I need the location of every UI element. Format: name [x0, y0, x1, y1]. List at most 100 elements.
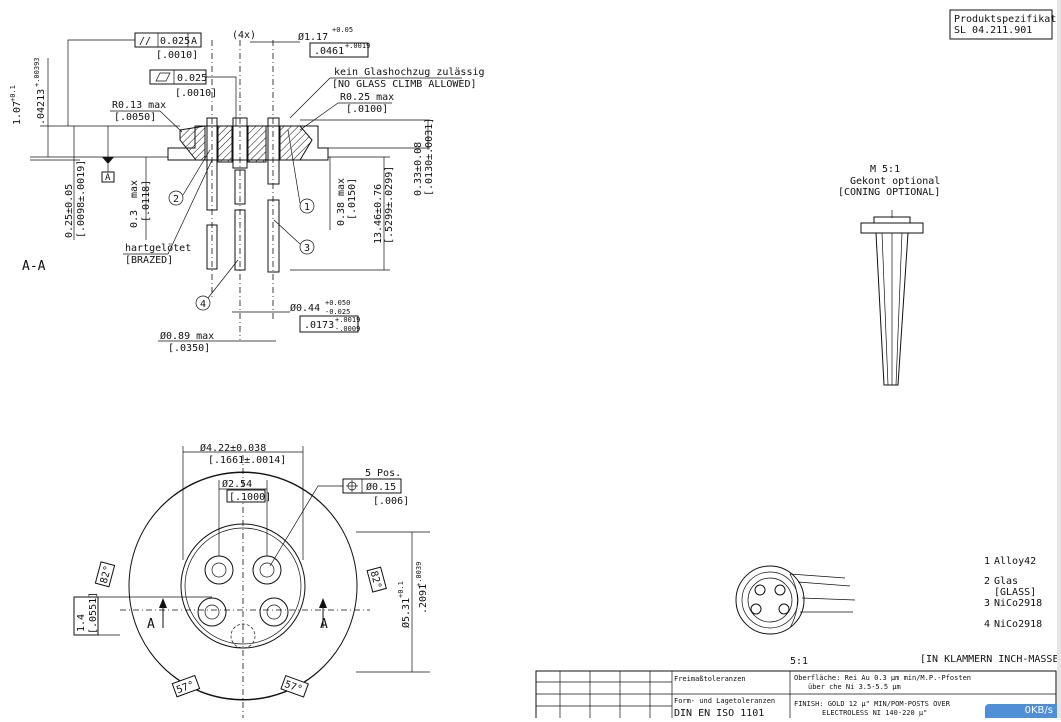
dim-422: Ø4.22±0.038	[200, 442, 266, 454]
height-107-tol: +0.1	[9, 85, 17, 102]
vertical-scrollbar[interactable]	[1057, 0, 1061, 718]
height-107-inch-tol: +.00393	[33, 57, 41, 87]
dim-025-inch: [.0098±.0019]	[76, 160, 87, 238]
coning-en: [CONING OPTIONAL]	[838, 187, 940, 198]
section-label: A-A	[22, 259, 46, 274]
side-view: M 5:1 Gekont optional [CONING OPTIONAL]	[838, 164, 940, 386]
post-dia-tol: +0.05	[332, 26, 353, 34]
profile-value: 0.025	[177, 73, 207, 84]
dim-038-max: max	[336, 178, 347, 196]
dim-044-inch: .0173	[304, 320, 334, 331]
brazed-en: [BRAZED]	[125, 255, 173, 266]
flatness-datum: A	[191, 36, 197, 47]
radius-025-inch: [.0100]	[346, 104, 388, 115]
dim-044-tol-up: +0.050	[325, 299, 350, 307]
scale-small: 5:1	[790, 656, 808, 667]
callout-2: 2	[173, 194, 179, 205]
tb-surface-1: Oberfläche: Rei Au 0.3 μm min/M.P.-Pfost…	[794, 674, 971, 682]
title-block: Freimaßtoleranzen Form- und Lagetoleranz…	[535, 670, 1057, 722]
callout-4: 4	[200, 299, 206, 310]
iso-view	[735, 565, 856, 635]
callout-3: 3	[304, 243, 310, 254]
dim-033: 0.33±0.08	[413, 142, 424, 196]
angle-82-right: 82°	[368, 570, 383, 590]
dim-14-inch: [.0551]	[88, 592, 99, 634]
callout-4-circle	[195, 295, 211, 311]
pos-count: 5 Pos.	[365, 468, 401, 479]
callout-1: 1	[304, 202, 310, 213]
callout-1-circle	[299, 198, 315, 214]
dim-03-max: max	[129, 180, 140, 198]
radius-013: R0.13 max	[112, 100, 166, 111]
dim-089: Ø0.89 max	[160, 330, 214, 342]
dim-089-inch: [.0350]	[168, 343, 210, 354]
tb-finish-1: FINISH: GOLD 12 μ" MIN/POM-POSTS OVER	[794, 700, 951, 708]
datum-a-label: A	[105, 173, 111, 183]
brazed-de: hartgelötet	[125, 243, 191, 254]
profile-inch: [.0010]	[175, 88, 217, 99]
side-scale: M 5:1	[870, 164, 900, 175]
dim-038-inch: [.0150]	[347, 178, 358, 220]
dim-531: Ø5.31	[400, 598, 412, 628]
tb-surface-2: über che Ni 3.5-5.5 μm	[808, 683, 901, 691]
dim-044-tol-dn: -0.025	[325, 308, 350, 316]
legend-4-text: NiCo2918	[994, 619, 1042, 630]
bottom-view: A A Ø4.22±0.038 [.1661±.0014] Ø2.54 [.10…	[73, 442, 430, 718]
dim-254-inch: [.1000]	[229, 492, 271, 503]
post-dia: Ø1.17	[298, 31, 328, 43]
radius-025: R0.25 max	[340, 92, 394, 103]
dim-033-inch: [.0130±.0031]	[424, 118, 435, 196]
legend-1-num: 1	[984, 556, 990, 567]
dim-531-tol: +0.1	[397, 581, 405, 598]
post-dia-inch-tol: +.0019	[345, 42, 370, 50]
callout-2-circle	[168, 190, 184, 206]
post-dia-inch: .0461	[314, 46, 344, 57]
pos-tol-inch: [.006]	[373, 496, 409, 507]
tb-form-lage: Form- und Lagetoleranzen	[674, 697, 775, 705]
legend-4-num: 4	[984, 619, 990, 630]
spec-number: SL 04.211.901	[954, 25, 1032, 36]
flatness-value: 0.025	[160, 36, 190, 47]
radius-013-inch: [.0050]	[114, 112, 156, 123]
dim-03: 0.3	[129, 210, 140, 228]
tb-freemass: Freimaßtoleranzen	[674, 675, 746, 683]
dim-038: 0.38	[336, 202, 347, 226]
section-mark-left: A	[147, 617, 155, 632]
flatness-inch: [.0010]	[156, 50, 198, 61]
dim-044-inch-dn: -.0009	[335, 325, 360, 333]
qty-4x: (4x)	[232, 30, 256, 41]
tb-din: DIN EN ISO 1101	[674, 708, 764, 718]
glass-note-de: kein Glashochzug zulässig	[334, 67, 485, 78]
inch-note: [IN KLAMMERN INCH-MASSE]	[920, 654, 1061, 665]
dim-531-inch-tol: +.0039	[415, 562, 423, 587]
pos-tol: Ø0.15	[366, 481, 396, 493]
legend-2b-text: [GLASS]	[994, 587, 1036, 598]
dim-1346-inch: [.5299±.0299]	[384, 166, 395, 244]
dim-14: 1.4	[76, 614, 87, 632]
dim-044: Ø0.44	[290, 302, 320, 314]
legend-3-text: NiCo2918	[994, 598, 1042, 609]
dim-254: Ø2.54	[222, 478, 252, 490]
section-mark-right: A	[320, 617, 328, 632]
dim-422-inch: [.1661±.0014]	[208, 455, 286, 466]
spec-box: Produktspezifikation SL 04.211.901	[949, 9, 1061, 40]
legend-2-num: 2	[984, 576, 990, 587]
dim-531-inch: .2091	[418, 584, 429, 614]
dim-03-inch: [.0118]	[141, 180, 152, 222]
dim-044-inch-up: +.0019	[335, 316, 360, 324]
legend-2-text: Glas	[994, 576, 1018, 587]
legend-3-num: 3	[984, 598, 990, 609]
section-view: // 0.025 A [.0010] 0.025 [.0010] (4x) Ø1…	[9, 26, 485, 354]
tb-finish-2: ELECTROLESS NI 140-220 μ"	[822, 709, 927, 717]
coning-de: Gekont optional	[850, 176, 940, 187]
callout-3-circle	[299, 239, 315, 255]
dim-025: 0.25±0.05	[64, 184, 75, 238]
angle-82-left: 82°	[99, 565, 114, 585]
dim-1346: 13.46±0.76	[373, 184, 384, 244]
height-107: 1.07	[12, 101, 23, 125]
network-speed-badge: 0KB/s	[985, 704, 1057, 718]
height-107-inch: .04213	[36, 89, 47, 125]
material-legend: 1 Alloy42 2 Glas [GLASS] 3 NiCo2918 4 Ni…	[984, 556, 1042, 630]
